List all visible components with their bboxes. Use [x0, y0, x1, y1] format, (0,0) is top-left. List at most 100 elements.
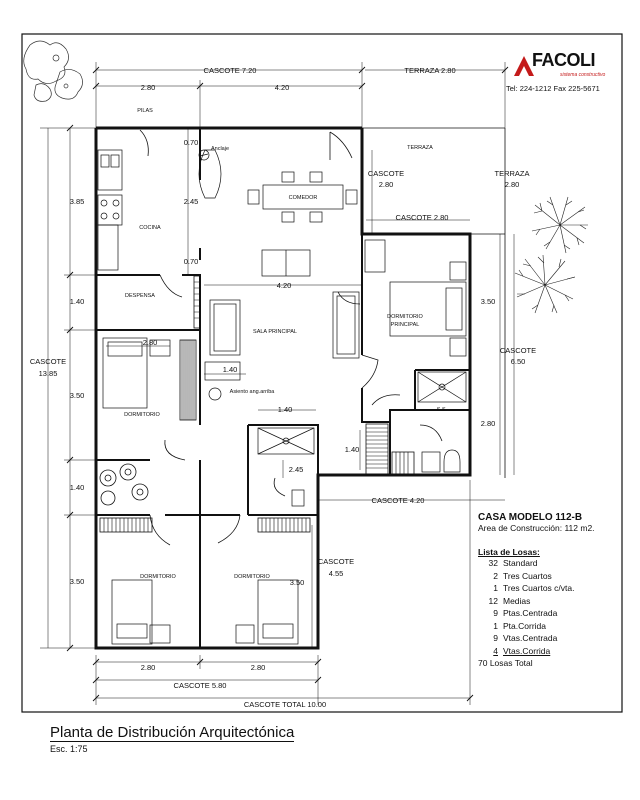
- losas-total: 70 Losas Total: [478, 658, 533, 668]
- kitchen-fixtures: [97, 149, 222, 271]
- losa-qty: 1: [493, 620, 498, 631]
- losa-qty: 9: [493, 633, 498, 643]
- losa-row: 1 Pta.Corrida: [478, 620, 618, 633]
- door-swings: [139, 129, 443, 546]
- losa-qty: 12: [488, 595, 498, 606]
- dim-left-350a: 3.50: [70, 391, 85, 400]
- dim-140-bano: 1.40: [278, 405, 293, 414]
- room-dormitorio-principal-1: DORMITORIO: [387, 314, 423, 320]
- dim-420-mid: 4.20: [277, 281, 292, 290]
- room-asiento: Asiento ang.arriba: [230, 389, 276, 395]
- room-comedor: COMEDOR: [289, 195, 318, 201]
- dim-right-cascote-title: CASCOTE: [500, 346, 536, 355]
- bed-c: [235, 579, 299, 645]
- room-anclaje: Anclaje: [211, 146, 229, 152]
- losa-qty: 1: [493, 583, 498, 593]
- company-name: FACOLI: [532, 50, 596, 70]
- room-sala: SALA PRINCIPAL: [253, 329, 297, 335]
- dim-bottom-280a: 2.80: [141, 663, 156, 672]
- losa-name: Vtas.Corrida: [503, 645, 551, 656]
- exterior-walls: [94, 126, 472, 650]
- losa-name: Pta.Corrida: [503, 620, 546, 631]
- dim-left-385: 3.85: [70, 197, 85, 206]
- company-phones: Tel: 224-1212 Fax 225-5671: [506, 84, 600, 93]
- model-title: CASA MODELO 112-B: [478, 512, 583, 523]
- dim-cascote-top: CASCOTE 7.20: [204, 66, 257, 75]
- dim-cascote-mid-value: 2.80: [379, 180, 394, 189]
- dim-cascote-455-value: 4.55: [329, 569, 344, 578]
- bed-b: [111, 579, 171, 645]
- losa-name: Standard: [503, 558, 538, 568]
- washer-icon: [99, 463, 149, 506]
- room-pilas: PILAS: [137, 108, 153, 114]
- bed-a: [102, 337, 171, 409]
- room-despensa: DESPENSA: [125, 293, 155, 299]
- company-tagline: sistema constructivo: [560, 72, 606, 78]
- dim-left-140b: 1.40: [70, 483, 85, 492]
- losas-list: 32 Standard 2 Tres Cuartos 1 Tres Cuartos c/v…: [478, 557, 618, 657]
- dimension-ticks: [66, 66, 509, 702]
- dim-350-dorm-right: 3.50: [290, 578, 305, 587]
- dim-070b: 0.70: [184, 257, 199, 266]
- dim-bottom-280b: 2.80: [251, 663, 266, 672]
- losa-qty: 2: [493, 570, 498, 581]
- room-dormitorio-a: DORMITORIO: [124, 412, 160, 418]
- dim-cascote-455-title: CASCOTE: [318, 557, 354, 566]
- dim-right-350: 3.50: [481, 297, 496, 306]
- dining-table: [247, 171, 358, 277]
- losa-name: Ptas.Centrada: [503, 608, 558, 618]
- dim-terraza-top: TERRAZA 2.80: [404, 66, 455, 75]
- losa-row: 9 Vtas.Centrada: [478, 632, 618, 645]
- losa-row: 2 Tres Cuartos: [478, 570, 618, 583]
- dim-left-350b: 3.50: [70, 577, 85, 586]
- dim-right-cascote-value: 6.50: [511, 357, 526, 366]
- room-dormitorio-b: DORMITORIO: [140, 574, 176, 580]
- room-terraza: TERRAZA: [407, 145, 433, 151]
- dim-280-dorm: 2.80: [143, 338, 158, 347]
- facoli-logo-icon: [514, 56, 534, 76]
- bathroom-fixtures: [208, 371, 467, 507]
- losa-row: 4 Vtas.Corrida: [478, 645, 618, 658]
- window-hatching: [99, 275, 415, 533]
- tree-right-icon: [514, 196, 588, 314]
- interior-walls: [96, 128, 470, 648]
- model-area: Area de Construcción: 112 m2.: [478, 523, 595, 533]
- dim-245-bano: 2.45: [289, 465, 304, 474]
- losa-name: Tres Cuartos: [503, 570, 552, 581]
- dim-left-total-title: CASCOTE: [30, 357, 66, 366]
- losa-name: Tres Cuartos c/vta.: [503, 583, 575, 593]
- dim-cascote-420: CASCOTE 4.20: [372, 496, 425, 505]
- dim-left-total-value: 13.85: [39, 369, 58, 378]
- losas-title: Lista de Losas:: [478, 547, 540, 557]
- losa-name: Medias: [503, 595, 531, 606]
- losa-name: Vtas.Centrada: [503, 633, 558, 643]
- losa-row: 32 Standard: [478, 557, 618, 570]
- dim-cascote-mid-title: CASCOTE: [368, 169, 404, 178]
- losa-qty: 4: [493, 645, 498, 656]
- dim-left-140a: 1.40: [70, 297, 85, 306]
- tree-top-left-icon: [23, 40, 83, 102]
- dim-140-right: 1.40: [345, 445, 360, 454]
- losa-row: 1 Tres Cuartos c/vta.: [478, 582, 618, 595]
- room-labels: PILAS TERRAZA Anclaje COMEDOR COCINA DES…: [124, 108, 447, 580]
- dim-140-pasillo: 1.40: [223, 365, 238, 374]
- terrace-lines: [362, 127, 506, 478]
- dim-top-mid: 4.20: [275, 83, 290, 92]
- room-dormitorio-principal-2: PRINCIPAL: [391, 322, 420, 328]
- room-cocina: COCINA: [139, 225, 161, 231]
- drawing-scale: Esc. 1:75: [50, 744, 88, 754]
- dimension-lines: [40, 62, 515, 705]
- losa-qty: 9: [493, 608, 498, 618]
- dim-cascote-580: CASCOTE 5.80: [174, 681, 227, 690]
- sheet-border: [21, 33, 623, 713]
- master-bed: [364, 239, 467, 357]
- dim-terraza-right-title: TERRAZA: [494, 169, 529, 178]
- losa-qty: 32: [488, 558, 498, 568]
- dim-top-left: 2.80: [141, 83, 156, 92]
- drawing-title: Planta de Distribución Arquitectónica: [50, 724, 295, 742]
- room-ss: S.S.: [437, 407, 448, 413]
- losa-row: 12 Medias: [478, 595, 618, 608]
- dim-245: 2.45: [184, 197, 199, 206]
- dim-070a: 0.70: [184, 138, 199, 147]
